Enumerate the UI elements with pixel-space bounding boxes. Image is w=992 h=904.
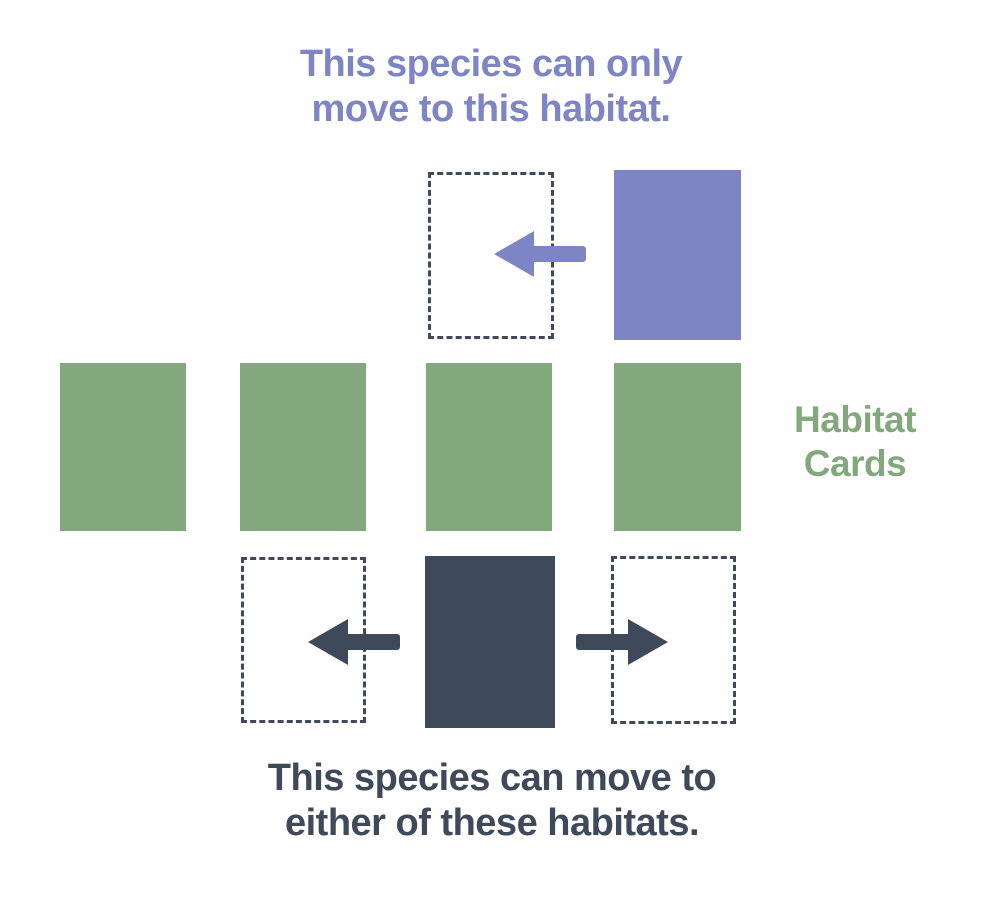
left-arrow-icon (306, 616, 402, 668)
species-card-purple (614, 170, 741, 340)
habitat-cards-label-line2: Cards (803, 443, 907, 485)
top-caption-line1: This species can only (299, 43, 683, 85)
right-arrow-icon (574, 616, 670, 668)
habitat-cards-label: Habitat Cards (762, 398, 948, 487)
habitat-card-4 (614, 363, 741, 531)
top-caption: This species can only move to this habit… (236, 42, 746, 132)
bottom-caption-line2: either of these habitats. (284, 801, 700, 844)
bottom-caption-line1: This species can move to (267, 757, 717, 799)
species-card-dark (425, 556, 555, 728)
top-caption-line2: move to this habitat. (311, 87, 671, 130)
habitat-cards-label-line1: Habitat (794, 399, 916, 440)
habitat-card-3 (426, 363, 552, 531)
bottom-caption: This species can move to either of these… (202, 756, 782, 846)
habitat-card-1 (60, 363, 186, 531)
habitat-card-2 (240, 363, 366, 531)
left-arrow-icon (492, 228, 588, 280)
